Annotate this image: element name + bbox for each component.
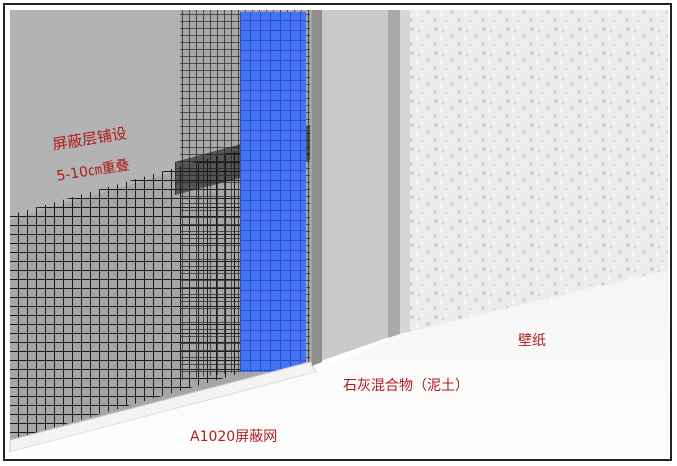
lime-layer [312, 10, 400, 366]
wallpaper-surface [400, 10, 668, 334]
lime-mixture-label: 石灰混合物（泥土） [343, 378, 469, 394]
mesh-name-label: A1020屏蔽网 [190, 429, 278, 445]
wallpaper-label: 壁纸 [518, 333, 546, 349]
floor [10, 270, 668, 462]
blue-mesh-strip [240, 12, 306, 372]
